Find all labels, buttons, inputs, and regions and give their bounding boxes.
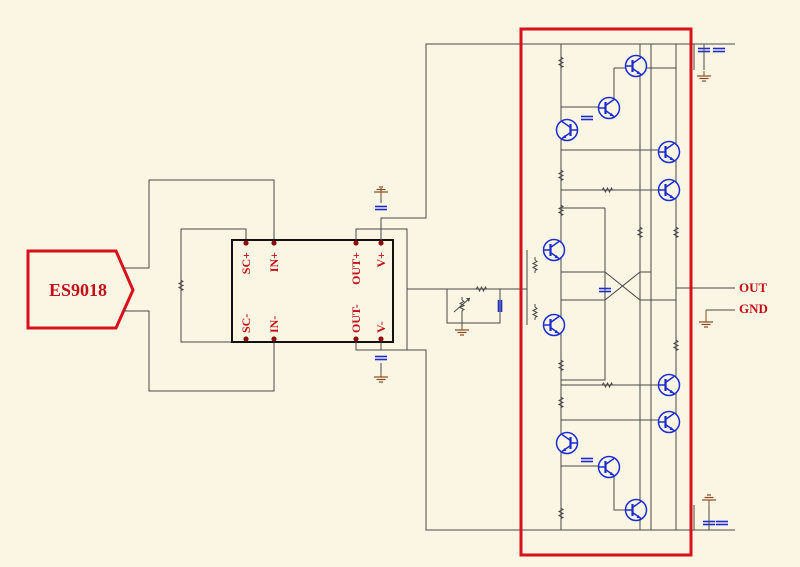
pin-sc-minus-label: SC- [239,314,253,333]
v-minus-ground [373,371,389,383]
es9018-source-block: ES9018 [26,249,135,330]
pin-out-plus-dot [353,240,359,246]
pin-in-minus-dot [271,336,277,342]
pin-in-minus-label: IN- [267,316,281,333]
transistor-q1 [624,54,648,78]
converter-module: SC+ IN+ OUT+ V+ SC- IN- OUT- V- [231,239,394,343]
gnd-terminal-label: GND [739,301,768,316]
pin-out-minus-dot [353,336,359,342]
gnd-terminal-symbol [698,316,714,328]
rail-ground-negative [701,494,717,506]
emitter-resistor-2 [673,223,679,241]
transistor-q10 [555,431,579,455]
transistor-q11 [597,455,621,479]
emitter-resistor-3 [673,336,679,354]
input-trim-pot [453,296,471,336]
pin-out-plus-label: OUT+ [349,252,363,285]
transistor-q12 [624,498,648,522]
rail-cap-positive-2 [712,47,726,53]
input-wiring [124,179,275,392]
transistor-q3 [555,118,579,142]
base-resistor-1 [532,256,538,274]
transistor-q9 [657,410,681,434]
transistor-q7 [542,313,566,337]
degeneration-resistor-1 [598,187,616,193]
bypass-cap-lower [580,457,594,463]
bias-resistor-3 [558,201,564,219]
pin-v-plus-label: V+ [374,252,388,268]
bypass-cap-upper [580,115,594,121]
transistor-q6 [542,238,566,262]
v-plus-decoupling-cap [374,205,388,211]
bias-resistor-2 [558,166,564,184]
transistor-q4 [657,140,681,164]
output-stage-highlight [519,27,693,557]
out-terminal-label: OUT [739,280,768,295]
input-series-resistor [472,286,490,292]
pin-sc-plus-label: SC+ [239,252,253,274]
input-shunt-resistor [178,276,184,294]
pin-v-minus-label: V- [374,321,388,333]
degeneration-resistor-2 [598,382,616,388]
module-supply-wiring [355,43,735,531]
rail-ground-positive [696,70,712,82]
pin-v-plus-dot [378,240,384,246]
v-minus-decoupling-cap [374,355,388,361]
bias-resistor-6 [558,504,564,522]
bias-resistor-5 [558,393,564,411]
pin-in-plus-dot [271,240,277,246]
output-stage-wiring [526,44,735,530]
pin-sc-plus-dot [243,240,249,246]
base-resistor-2 [532,303,538,321]
transistor-q2 [597,96,621,120]
pin-out-minus-label: OUT- [349,304,363,333]
rail-cap-negative-2 [715,520,729,526]
bias-resistor-4 [558,356,564,374]
pin-v-minus-dot [378,336,384,342]
transistor-q8 [657,373,681,397]
emitter-resistor-1 [637,223,643,241]
transistor-q5 [657,178,681,202]
pin-sc-minus-dot [243,336,249,342]
es9018-label: ES9018 [49,280,107,300]
pin-in-plus-label: IN+ [267,252,281,272]
bias-resistor-1 [558,53,564,71]
